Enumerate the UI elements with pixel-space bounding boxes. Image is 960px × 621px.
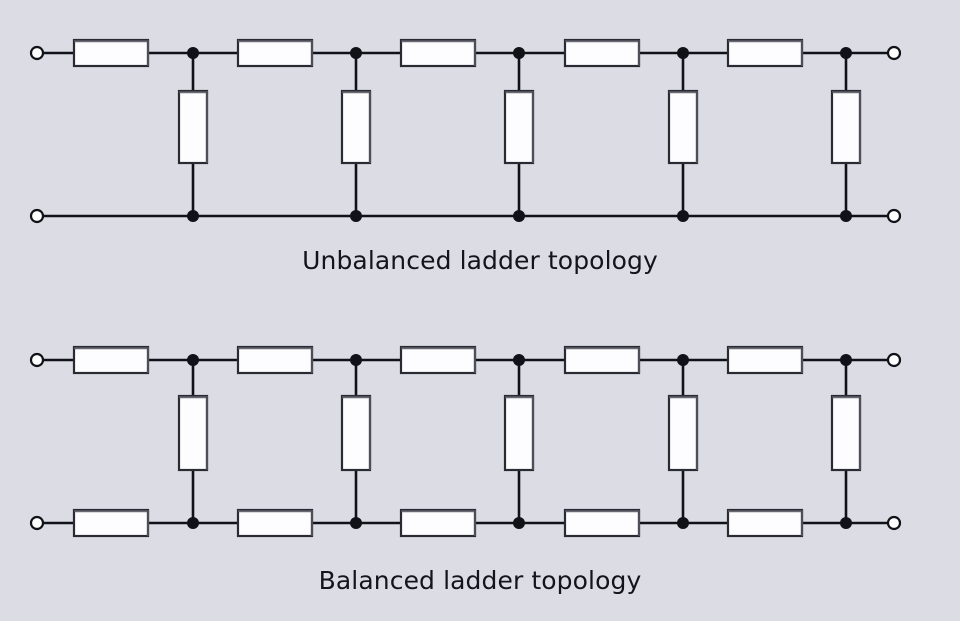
balanced-series-element-bottom-1-bevel [74,510,150,536]
balanced-junction-node-top-3 [513,354,525,366]
balanced-series-element-bottom-4-bevel [565,510,641,536]
balanced-junction-node-bottom-5 [840,517,852,529]
balanced-series-element-bottom-4 [563,508,641,538]
terminal-input-bottom [29,208,45,224]
balanced-series-element-top-3 [399,345,477,375]
terminal-input-top [29,45,45,61]
balanced-series-element-top-3-bevel [401,347,477,373]
balanced-shunt-element-3-bevel [505,396,535,470]
balanced-series-element-top-5-bevel [728,347,804,373]
balanced-terminal-input-bottom [29,515,45,531]
balanced-shunt-element-2 [340,394,372,472]
shunt-element-3 [503,89,535,165]
balanced-series-element-bottom-5-bevel [728,510,804,536]
balanced-series-element-top-2-bevel [238,347,314,373]
balanced-shunt-element-1 [177,394,209,472]
balanced-junction-node-top-2 [350,354,362,366]
balanced-series-element-bottom-2 [236,508,314,538]
junction-node-top-1 [187,47,199,59]
shunt-element-1-bevel [179,91,209,163]
series-element-top-1 [72,38,150,68]
junction-node-bottom-4 [677,210,689,222]
balanced-shunt-element-5-bevel [832,396,862,470]
shunt-element-4 [667,89,699,165]
shunt-element-5-bevel [832,91,862,163]
caption-balanced-ladder: Balanced ladder topology [318,566,642,595]
series-element-top-5 [726,38,804,68]
junction-node-bottom-5 [840,210,852,222]
balanced-series-element-top-5 [726,345,804,375]
balanced-series-element-bottom-1 [72,508,150,538]
series-element-top-4-bevel [565,40,641,66]
junction-node-top-4 [677,47,689,59]
shunt-element-4-bevel [669,91,699,163]
terminal-output-bottom [886,208,902,224]
caption-unbalanced-ladder: Unbalanced ladder topology [302,246,658,275]
junction-node-top-5 [840,47,852,59]
balanced-series-element-bottom-3 [399,508,477,538]
balanced-series-element-top-4-bevel [565,347,641,373]
balanced-terminal-output-top [886,352,902,368]
balanced-series-element-top-2 [236,345,314,375]
series-element-top-2 [236,38,314,68]
series-element-top-3-bevel [401,40,477,66]
balanced-junction-node-bottom-3 [513,517,525,529]
balanced-shunt-element-2-bevel [342,396,372,470]
balanced-series-element-top-1-bevel [74,347,150,373]
balanced-terminal-output-bottom [886,515,902,531]
junction-node-bottom-3 [513,210,525,222]
series-element-top-2-bevel [238,40,314,66]
junction-node-top-2 [350,47,362,59]
balanced-junction-node-top-1 [187,354,199,366]
balanced-shunt-element-3 [503,394,535,472]
junction-node-top-3 [513,47,525,59]
balanced-series-element-top-1 [72,345,150,375]
junction-node-bottom-2 [350,210,362,222]
shunt-element-2-bevel [342,91,372,163]
balanced-shunt-element-1-bevel [179,396,209,470]
shunt-element-1 [177,89,209,165]
balanced-junction-node-bottom-1 [187,517,199,529]
balanced-terminal-input-top [29,352,45,368]
balanced-series-element-bottom-5 [726,508,804,538]
shunt-element-2 [340,89,372,165]
series-element-top-4 [563,38,641,68]
balanced-junction-node-bottom-2 [350,517,362,529]
balanced-shunt-element-4-bevel [669,396,699,470]
balanced-series-element-top-4 [563,345,641,375]
junction-node-bottom-1 [187,210,199,222]
balanced-series-element-bottom-2-bevel [238,510,314,536]
shunt-element-5 [830,89,862,165]
balanced-shunt-element-4 [667,394,699,472]
balanced-shunt-element-5 [830,394,862,472]
shunt-element-3-bevel [505,91,535,163]
series-element-top-5-bevel [728,40,804,66]
balanced-junction-node-top-5 [840,354,852,366]
balanced-series-element-bottom-3-bevel [401,510,477,536]
balanced-junction-node-bottom-4 [677,517,689,529]
balanced-junction-node-top-4 [677,354,689,366]
series-element-top-3 [399,38,477,68]
terminal-output-top [886,45,902,61]
series-element-top-1-bevel [74,40,150,66]
